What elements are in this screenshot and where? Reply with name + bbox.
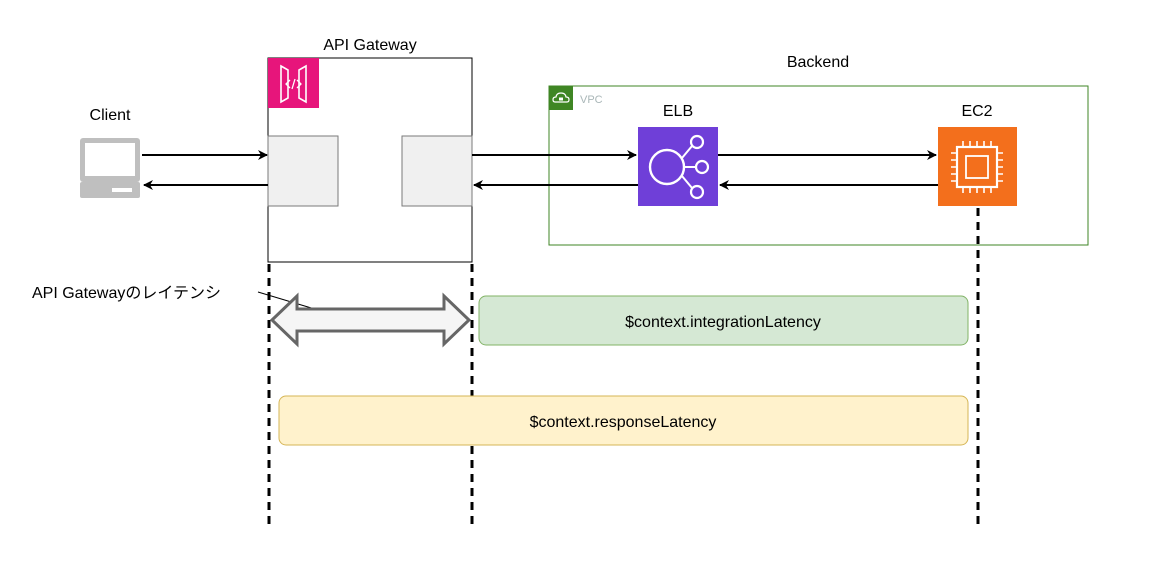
integration-latency-bar xyxy=(478,295,969,346)
ec2-instance-icon xyxy=(938,127,1017,206)
api-gateway-label: API Gateway xyxy=(323,37,416,54)
response-latency-label: $context.responseLatency xyxy=(530,414,717,431)
vpc-group xyxy=(548,85,1089,246)
desktop-computer-icon xyxy=(80,138,140,198)
api-gateway-latency-label: API Gatewayのレイテンシ xyxy=(32,285,221,302)
api-gateway-latency-double-arrow xyxy=(269,292,472,348)
response-latency-bar xyxy=(278,395,969,446)
client-label: Client xyxy=(90,107,131,124)
elb-label: ELB xyxy=(663,103,693,120)
flow-arrows xyxy=(142,150,938,190)
api-gateway-input-port xyxy=(267,135,339,207)
vpc-label: VPC xyxy=(580,94,603,106)
api-gateway-icon xyxy=(268,58,319,108)
backend-label: Backend xyxy=(787,54,849,71)
api-gateway-output-port xyxy=(401,135,473,207)
integration-latency-label: $context.integrationLatency xyxy=(625,314,821,331)
vpc-cloud-lock-icon xyxy=(549,86,573,110)
load-balancer-icon xyxy=(638,127,718,206)
ec2-label: EC2 xyxy=(961,103,992,120)
